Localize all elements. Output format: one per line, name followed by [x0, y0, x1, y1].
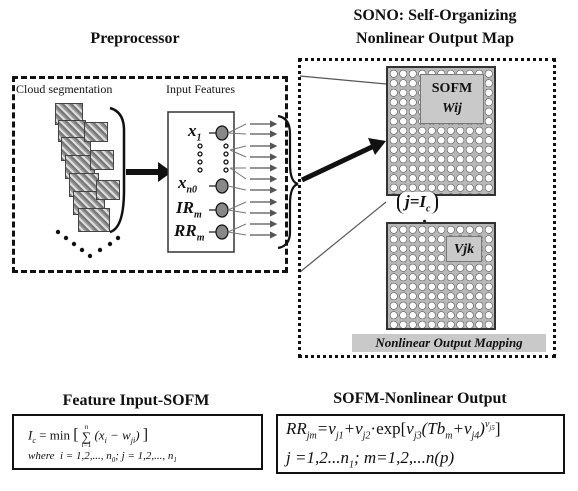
rr-formula: RRjm=vj1+vj2·exp[vj3(Tbm+vj4)vj5]: [286, 419, 501, 442]
sono-title-line2: Nonlinear Output Map: [356, 30, 514, 47]
stack-dots: [55, 229, 121, 259]
sofm-arrow: [368, 138, 386, 155]
output-grid: [386, 222, 496, 330]
wij-label: Wij: [442, 101, 462, 116]
feature-arrow: [158, 162, 172, 182]
cloud-image: [96, 180, 120, 200]
preprocessor-box: [12, 76, 288, 273]
vjk-label: Vjk: [446, 236, 482, 262]
feature-x1: x1: [188, 121, 202, 144]
image-brace: [109, 106, 126, 234]
preprocessor-title: Preprocessor: [90, 30, 180, 47]
sofm-nonlinear-output-title: SOFM-Nonlinear Output: [333, 390, 507, 407]
rr-formula-box: RRjm=vj1+vj2·exp[vj3(Tbm+vj4)vj5] j =1,2…: [276, 414, 565, 474]
sofm-label: SOFM: [431, 81, 473, 96]
sofm-label-box: SOFM Wij: [420, 74, 484, 124]
ic-formula: Ic = min [ n ∑ i=1 (xi − wji) ]: [28, 423, 149, 449]
feature-rrm: RRm: [174, 221, 205, 244]
fanout-arrows: [250, 120, 278, 239]
feature-ellipsis: [197, 143, 229, 173]
feature-irm: IRm: [176, 198, 202, 221]
feature-input-sofm-title: Feature Input-SOFM: [62, 392, 210, 409]
ic-formula-box: Ic = min [ n ∑ i=1 (xi − wji) ] where i …: [12, 414, 263, 470]
nonlinear-mapping-label: Nonlinear Output Mapping: [352, 334, 546, 352]
features-brace: [277, 114, 299, 250]
cloud-image: [84, 122, 108, 142]
rr-index-clause: j =1,2...n1; m=1,2,...n(p): [286, 448, 455, 471]
input-features-label: Input Features: [166, 82, 235, 96]
cloud-image: [90, 150, 114, 170]
ic-where-clause: where i = 1,2,..., n0; j = 1,2,..., n1: [28, 450, 177, 465]
fanout-lines: [227, 123, 247, 236]
sono-box: [298, 58, 556, 358]
feature-xn0: xn0: [178, 173, 198, 196]
cloud-segmentation-label: Cloud segmentation: [16, 82, 113, 96]
sono-title-line1: SONO: Self-Organizing: [353, 7, 517, 24]
winner-node-label: j=Ic: [397, 192, 439, 215]
cloud-image: [78, 208, 110, 232]
